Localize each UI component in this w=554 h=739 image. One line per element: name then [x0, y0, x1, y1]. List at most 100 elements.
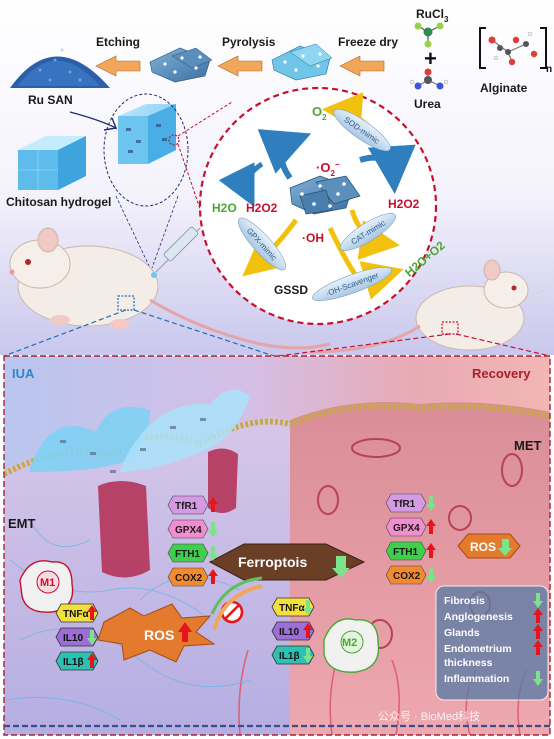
- marker-left-tfr1: TfR1: [167, 495, 209, 515]
- urea-label: Urea: [414, 97, 441, 111]
- watermark: 公众号 · BioMed科技: [378, 709, 480, 723]
- ferroptosis-down-arrow: [336, 556, 346, 570]
- arrow-freeze-dry: [339, 55, 385, 77]
- zoom-blue-left: [3, 309, 127, 357]
- chitosan-hydrogel-label: Chitosan hydrogel: [6, 195, 111, 209]
- zoom-red-left: [277, 333, 451, 357]
- marker-left-label: TfR1: [175, 501, 198, 512]
- emt-label: EMT: [8, 516, 36, 531]
- synthesis-row: Ru SAN Etching Pyrolysis Freeze dry RuCl…: [10, 7, 552, 111]
- zoom-line-red-bottom: [177, 143, 215, 251]
- m2-label: M2: [342, 637, 357, 649]
- marker-right-label: TfR1: [393, 499, 416, 510]
- ferroptosis-banner: Ferroptois: [208, 543, 366, 581]
- marker-right-label: FTH1: [393, 547, 418, 558]
- marker-right-label: GPX4: [393, 523, 420, 534]
- outcome-label: Glands: [444, 627, 480, 639]
- outcome-label: Endometrium: [444, 643, 512, 655]
- recovery-label: Recovery: [472, 366, 531, 381]
- arrow-pyrolysis: [217, 55, 263, 77]
- blue-arrow-3: [218, 161, 264, 207]
- mouse-left: [9, 227, 331, 350]
- arrow-to-cube: [69, 111, 118, 131]
- zoom-line-left: [115, 195, 151, 269]
- cytokine-right-item: IL10: [271, 621, 315, 641]
- outcome-arrow: [533, 624, 543, 639]
- superoxide-label: ·O2−: [316, 160, 340, 178]
- marker-right-arrow: [426, 543, 436, 558]
- marker-right-tfr1: TfR1: [385, 493, 427, 513]
- rucl3-base: RuCl: [416, 7, 444, 21]
- cytokine-left-arrow: [87, 630, 97, 645]
- cytokine-left-label: IL1β: [63, 657, 84, 668]
- outcome-label: thickness: [444, 657, 493, 669]
- superoxide-base: ·O: [316, 160, 330, 175]
- ros-left-star: ROS: [97, 603, 216, 663]
- cytokine-left-item: TNFα: [55, 603, 99, 623]
- zoom-line-red-top: [177, 101, 233, 137]
- marker-left-arrow: [208, 569, 218, 584]
- marker-left-arrow: [208, 546, 218, 561]
- blue-arrow-2: [359, 144, 416, 194]
- cytokine-left-label: IL10: [63, 633, 83, 644]
- outcomes-list: FibrosisAnglogenesisGlandsEndometriumthi…: [444, 593, 543, 686]
- marker-right-label: COX2: [393, 571, 421, 582]
- etching-label: Etching: [96, 35, 140, 49]
- ros-right-label: ROS: [470, 540, 496, 554]
- arrow-etching: [95, 55, 141, 77]
- marker-left-arrow: [208, 522, 218, 537]
- superoxide-subscript: 2: [330, 169, 335, 178]
- h2o-label: H2O: [212, 201, 237, 215]
- marker-left-label: FTH1: [175, 549, 200, 560]
- marker-right-arrow: [426, 519, 436, 534]
- ru-san-pile: [10, 48, 110, 88]
- o2-label: O2: [312, 104, 327, 122]
- chitosan-hydrogel-cube: [18, 136, 86, 190]
- cytokine-left-arrow: [87, 605, 97, 620]
- rucl3-subscript: 3: [444, 15, 449, 24]
- met-label: MET: [514, 438, 542, 453]
- o2-subscript: 2: [322, 113, 327, 122]
- outcome-arrow: [533, 608, 543, 623]
- alginate-label: Alginate: [480, 81, 528, 95]
- cytokine-right-arrow: [303, 648, 313, 663]
- cytokine-right-label: IL1β: [279, 651, 300, 662]
- h2o2-right-label: H2O2: [388, 197, 420, 211]
- gssd-label: GSSD: [274, 283, 308, 297]
- plus-sign: +: [424, 46, 437, 71]
- center-sheet-c: [299, 189, 333, 215]
- ferroptosis-label: Ferroptois: [238, 554, 307, 570]
- marker-right-arrow: [426, 568, 436, 583]
- zoom-source-circle: [168, 134, 180, 146]
- cytokine-right-label: IL10: [279, 627, 299, 638]
- marker-right-gpx4: GPX4: [385, 517, 427, 537]
- outcome-label: Inflammation: [444, 673, 509, 685]
- h2o2-left-label: H2O2: [246, 201, 278, 215]
- hydrogel-blob-2: [120, 389, 250, 472]
- ru-san-hydrogel-cube: [118, 104, 176, 164]
- cytokine-left-item: IL10: [55, 627, 99, 647]
- cytokine-left-label: TNFα: [63, 609, 89, 620]
- alginate-n: n: [546, 64, 552, 75]
- m1-macrophage: M1: [19, 560, 74, 613]
- ros-to-ferroptosis-arrow: [212, 584, 263, 631]
- outcome-label: Anglogenesis: [444, 611, 513, 623]
- injection-site-box: [117, 295, 135, 311]
- ros-right-badge: ROS: [457, 533, 521, 559]
- marker-right-arrow: [426, 496, 436, 511]
- outcome-arrow: [533, 640, 543, 655]
- outcome-arrow: [533, 593, 543, 608]
- marker-left-cox2: COX2: [167, 567, 209, 587]
- zoom-red-right: [455, 333, 551, 357]
- mechanism-circle: SOD-mimic GPX-mimic CAT-mimic ·OH-Scaven…: [198, 86, 448, 326]
- cytokine-right-arrow: [303, 600, 313, 615]
- blue-arrow-1: [257, 129, 312, 180]
- cytokine-right-label: TNFα: [279, 603, 305, 614]
- sheets-pyrolysis: [271, 43, 333, 81]
- ru-san-label: Ru SAN: [28, 93, 73, 107]
